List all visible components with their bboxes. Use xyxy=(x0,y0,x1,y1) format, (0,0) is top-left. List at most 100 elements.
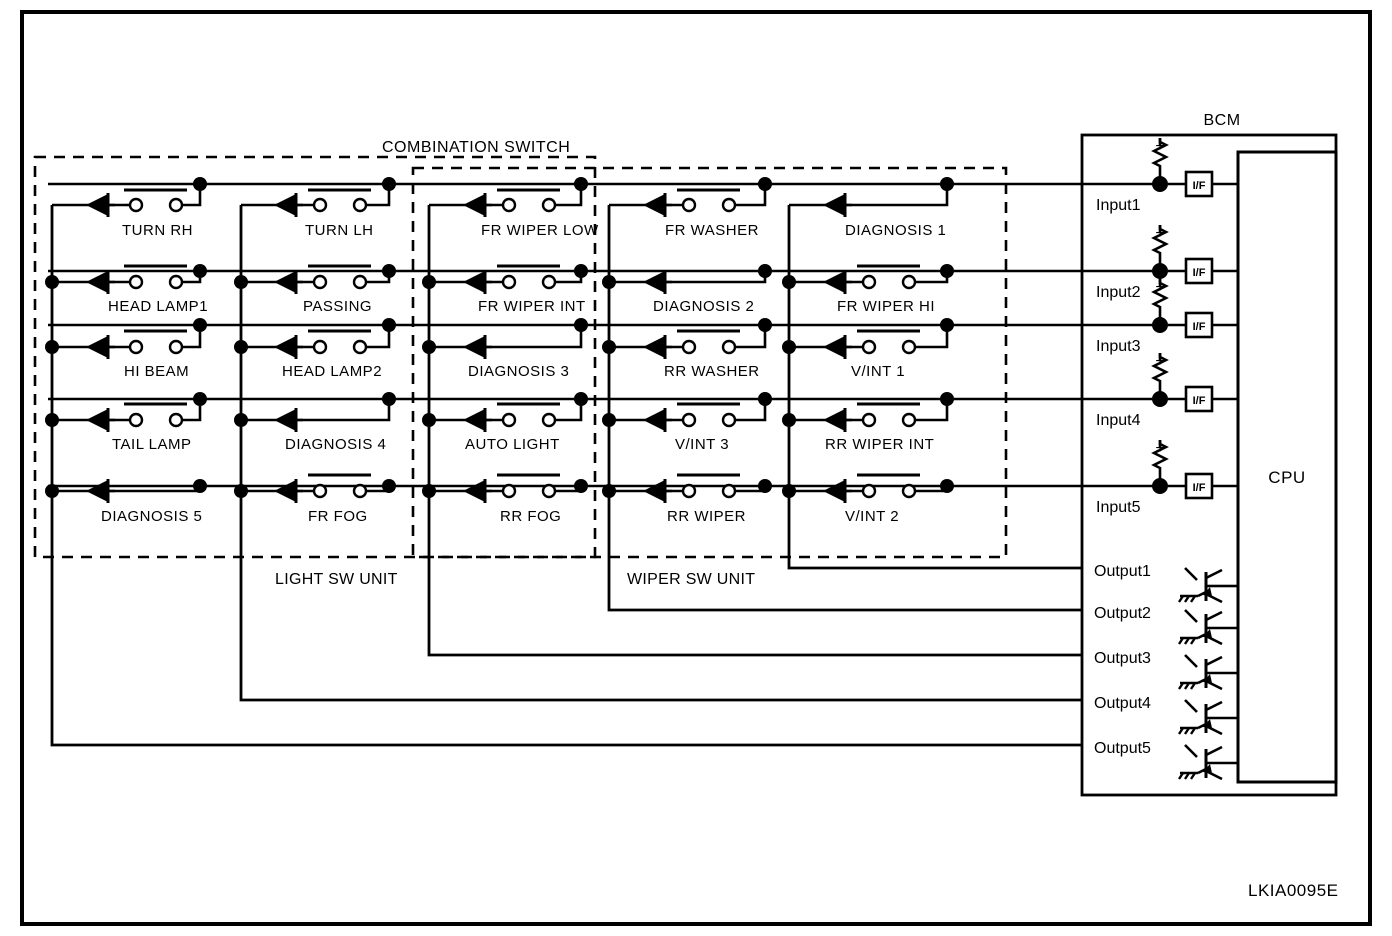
contact-right xyxy=(541,412,557,428)
contact-right xyxy=(168,197,184,213)
input-label: Input2 xyxy=(1096,284,1141,301)
cell-turn-rh[interactable]: TURN RH xyxy=(52,184,202,239)
diode-symbol xyxy=(643,479,667,503)
contact-left xyxy=(681,339,697,355)
output-stage-2: Output2 xyxy=(1094,605,1238,646)
cell-passing[interactable]: PASSING xyxy=(241,264,391,315)
cell-hi-beam[interactable]: HI BEAM xyxy=(52,325,202,380)
diode-symbol xyxy=(643,270,667,294)
interface-label: I/F xyxy=(1193,482,1206,494)
diode-symbol xyxy=(643,408,667,432)
interface-label: I/F xyxy=(1193,267,1206,279)
switch-label: DIAGNOSIS 4 xyxy=(285,436,386,453)
output-label: Output5 xyxy=(1094,740,1151,757)
cell-diagnosis-2[interactable]: DIAGNOSIS 2 xyxy=(609,270,767,315)
ground-symbol xyxy=(1178,771,1198,780)
contact-right xyxy=(352,197,368,213)
diode-symbol xyxy=(86,270,110,294)
cell-rr-washer[interactable]: RR WASHER xyxy=(609,325,767,380)
switch-label: RR WIPER INT xyxy=(825,436,934,453)
interface-label: I/F xyxy=(1193,180,1206,192)
contact-right xyxy=(901,339,917,355)
diode-symbol xyxy=(823,335,847,359)
input-stage-2: Input2 + I/F xyxy=(1096,225,1238,301)
contact-left xyxy=(861,274,877,290)
contact-right xyxy=(901,274,917,290)
switch-label: FR WIPER LOW xyxy=(481,222,599,239)
input-stage-4: Input4 + I/F xyxy=(1096,353,1238,429)
switch-label: V/INT 3 xyxy=(675,436,729,453)
diode-symbol xyxy=(463,408,487,432)
input-label: Input1 xyxy=(1096,197,1141,214)
switch-label: HI BEAM xyxy=(124,363,189,380)
transistor-collector xyxy=(1205,700,1223,712)
combination-switch-title: COMBINATION SWITCH xyxy=(382,139,570,156)
contact-left xyxy=(312,274,328,290)
transistor-collector xyxy=(1205,610,1223,622)
diode-symbol xyxy=(643,335,667,359)
switch-label: DIAGNOSIS 1 xyxy=(845,222,946,239)
cell-vint-2[interactable]: V/INT 2 xyxy=(789,473,949,525)
transistor-collector xyxy=(1205,655,1223,667)
column-bus-3 xyxy=(607,205,1082,612)
output-stage-1: Output1 xyxy=(1094,563,1238,604)
switch-label: FR FOG xyxy=(308,508,368,525)
input-label: Input5 xyxy=(1096,499,1141,516)
interface-label: I/F xyxy=(1193,395,1206,407)
light-sw-unit-label: LIGHT SW UNIT xyxy=(275,571,398,588)
transistor-collector xyxy=(1205,745,1223,757)
contact-right xyxy=(901,412,917,428)
switch-label: V/INT 1 xyxy=(851,363,905,380)
switch-label: HEAD LAMP2 xyxy=(282,363,382,380)
contact-right xyxy=(168,274,184,290)
cell-rr-fog[interactable]: RR FOG xyxy=(429,473,583,525)
contact-left xyxy=(312,339,328,355)
contact-left xyxy=(681,197,697,213)
contact-right xyxy=(721,412,737,428)
diode-symbol xyxy=(643,193,667,217)
row-junction-dots xyxy=(193,176,1168,494)
contact-right xyxy=(541,197,557,213)
cell-fr-wiper-int[interactable]: FR WIPER INT xyxy=(429,264,586,315)
cell-head-lamp1[interactable]: HEAD LAMP1 xyxy=(52,264,208,315)
cell-diagnosis-1[interactable]: DIAGNOSIS 1 xyxy=(789,184,949,239)
cell-tail-lamp[interactable]: TAIL LAMP xyxy=(52,399,202,453)
diode-symbol xyxy=(274,479,298,503)
supply-plus-symbol: + xyxy=(1155,225,1164,242)
contact-right xyxy=(168,339,184,355)
cell-rr-wiper-int[interactable]: RR WIPER INT xyxy=(789,399,949,453)
switch-label: TURN RH xyxy=(122,222,193,239)
cell-auto-light[interactable]: AUTO LIGHT xyxy=(429,399,583,453)
switch-label: AUTO LIGHT xyxy=(465,436,560,453)
ground-symbol xyxy=(1178,681,1198,690)
cell-diagnosis-3[interactable]: DIAGNOSIS 3 xyxy=(429,325,583,380)
input-label: Input3 xyxy=(1096,338,1141,355)
diode-symbol xyxy=(823,270,847,294)
bcm-title: BCM xyxy=(1203,112,1240,129)
contact-left xyxy=(681,412,697,428)
switch-label: FR WASHER xyxy=(665,222,759,239)
cell-diagnosis-4[interactable]: DIAGNOSIS 4 xyxy=(241,399,391,453)
diode-symbol xyxy=(463,270,487,294)
switch-label: DIAGNOSIS 2 xyxy=(653,298,754,315)
figure-id: LKIA0095E xyxy=(1248,881,1339,900)
cell-turn-lh[interactable]: TURN LH xyxy=(241,184,391,239)
output-label: Output3 xyxy=(1094,650,1151,667)
cell-fr-washer[interactable]: FR WASHER xyxy=(609,184,767,239)
cell-fr-wiper-hi[interactable]: FR WIPER HI xyxy=(789,264,949,315)
contact-right xyxy=(721,339,737,355)
cell-fr-wiper-low[interactable]: FR WIPER LOW xyxy=(429,184,599,239)
cell-fr-fog[interactable]: FR FOG xyxy=(241,473,391,525)
contact-right xyxy=(721,197,737,213)
cell-head-lamp2[interactable]: HEAD LAMP2 xyxy=(241,325,391,380)
output-label: Output4 xyxy=(1094,695,1151,712)
contact-left xyxy=(861,412,877,428)
diode-symbol xyxy=(86,335,110,359)
switch-label: V/INT 2 xyxy=(845,508,899,525)
cell-rr-wiper[interactable]: RR WIPER xyxy=(609,473,767,525)
outer-border xyxy=(20,10,1372,926)
transistor-collector xyxy=(1205,568,1223,580)
cell-vint-1[interactable]: V/INT 1 xyxy=(789,325,949,380)
contact-left xyxy=(312,483,328,499)
cell-vint-3[interactable]: V/INT 3 xyxy=(609,399,767,453)
